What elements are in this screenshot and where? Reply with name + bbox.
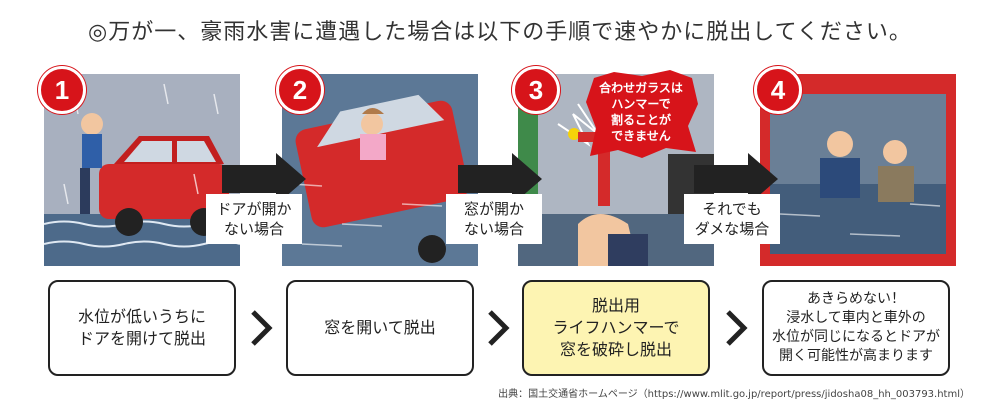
step-text: 水位が低いうちに ドアを開けて脱出 [77,307,206,348]
arrow-right-icon [458,153,542,205]
warning-text: 合わせガラスは ハンマーで 割ることが できません [599,81,683,143]
arrow-right-icon [222,153,306,205]
step-text: 脱出用 ライフハンマーで 窓を破砕し脱出 [552,296,680,359]
condition-label: ドアが開か ない場合 [206,194,302,244]
step-box-4: あきらめない！ 浸水して車内と車外の 水位が同じになるとドアが 開く可能性が高ま… [762,280,950,376]
condition-label: それでも ダメな場合 [684,194,780,244]
warning-burst-icon [586,70,698,158]
chevron-right-icon [726,310,748,346]
step-number-badge: 1 [38,66,86,114]
step-box-3: 脱出用 ライフハンマーで 窓を破砕し脱出 [522,280,710,376]
chevron-right-icon [251,310,273,346]
step-number-badge: 3 [512,66,560,114]
step-text: 窓を開いて脱出 [324,318,436,337]
step-box-1: 水位が低いうちに ドアを開けて脱出 [48,280,236,376]
arrow-right-icon [694,153,778,205]
condition-label: 窓が開か ない場合 [446,194,542,244]
page-title: ◎万が一、豪雨水害に遭遇した場合は以下の手順で速やかに脱出してください。 [88,20,912,45]
step-box-2: 窓を開いて脱出 [286,280,474,376]
step-number-badge: 2 [276,66,324,114]
chevron-right-icon [488,310,510,346]
step-number-badge: 4 [754,66,802,114]
illustration-step-4 [760,74,956,266]
step-text: あきらめない！ 浸水して車内と車外の 水位が同じになるとドアが 開く可能性が高ま… [772,291,940,364]
illustration-step-1 [44,74,240,266]
source-citation: 出典：国土交通省ホームページ（https://www.mlit.go.jp/re… [498,389,970,400]
